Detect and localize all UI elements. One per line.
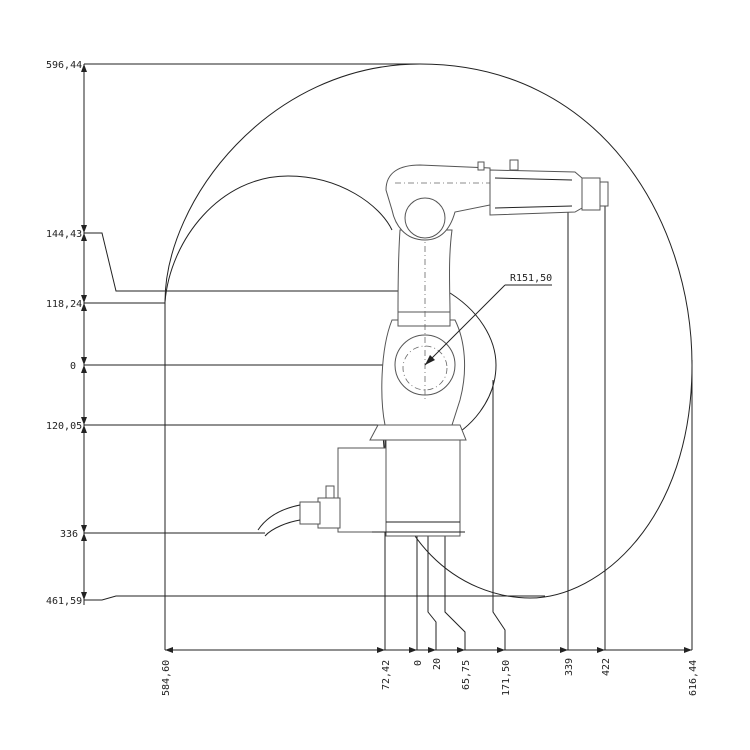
robot-base-column: [385, 439, 461, 537]
dim-label-65: 65,75: [461, 660, 472, 690]
radius-leader-arrow: [425, 355, 435, 365]
dim-label-118: 118,24: [46, 299, 82, 310]
dim-label-0-vertical: 0: [70, 361, 76, 372]
outer-reach-envelope: [164, 63, 693, 599]
dim-label-20: 20: [432, 658, 443, 670]
radius-leader-line: [424, 284, 506, 366]
vertical-ticks: [81, 64, 87, 600]
extension-line-118: [84, 302, 166, 304]
dim-label-422: 422: [601, 658, 612, 676]
dim-label-0-horizontal: 0: [413, 660, 424, 666]
extension-line-461: [84, 595, 545, 601]
robot-upper-arm: [397, 229, 453, 313]
dim-label-616: 616,44: [688, 660, 699, 696]
dim-label-596: 596,44: [46, 60, 82, 71]
radius-circle: [444, 289, 497, 441]
robot-base-flange: [369, 424, 467, 441]
dim-label-584: 584,60: [161, 660, 172, 696]
cable-connector: [257, 485, 341, 537]
dim-label-336: 336: [60, 529, 78, 540]
inner-reach-envelope: [164, 175, 393, 303]
dim-label-171: 171,50: [501, 660, 512, 696]
robot-base-cabinet: [337, 447, 387, 533]
radius-callout-label: R151,50: [510, 273, 552, 284]
dim-label-461: 461,59: [46, 596, 82, 607]
dim-label-72: 72,42: [381, 660, 392, 690]
horizontal-ticks: [165, 647, 692, 653]
extension-line-144: [84, 232, 400, 292]
dim-label-144: 144,43: [46, 229, 82, 240]
robot-tool-flange: [599, 181, 609, 207]
robot-wrist: [581, 177, 601, 211]
robot-arm: [257, 159, 609, 537]
dim-label-339: 339: [564, 658, 575, 676]
dim-label-120: 120,05: [46, 421, 82, 432]
